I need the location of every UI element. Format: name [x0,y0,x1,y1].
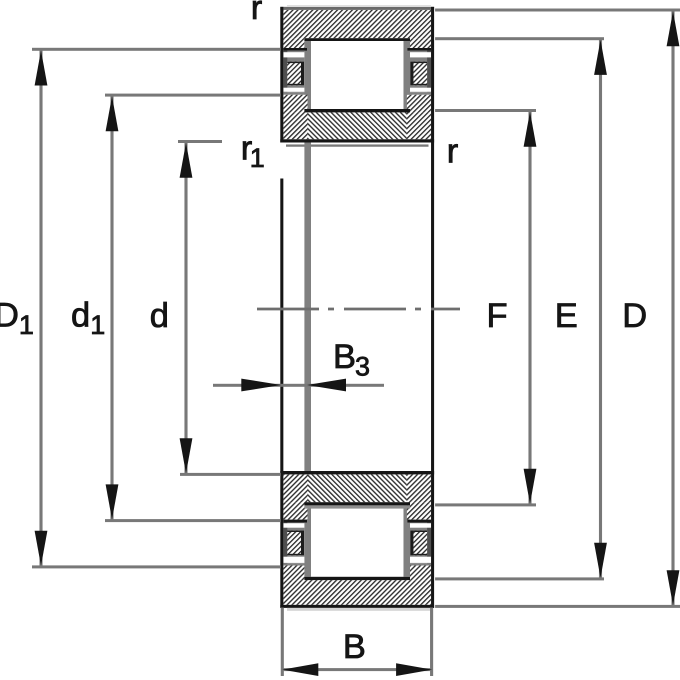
svg-text:D: D [622,297,647,335]
svg-text:E: E [555,297,578,335]
svg-text:d: d [150,297,169,335]
svg-text:r: r [447,133,459,171]
svg-text:B: B [343,628,366,666]
svg-text:r: r [251,0,262,27]
svg-text:F: F [487,297,508,335]
